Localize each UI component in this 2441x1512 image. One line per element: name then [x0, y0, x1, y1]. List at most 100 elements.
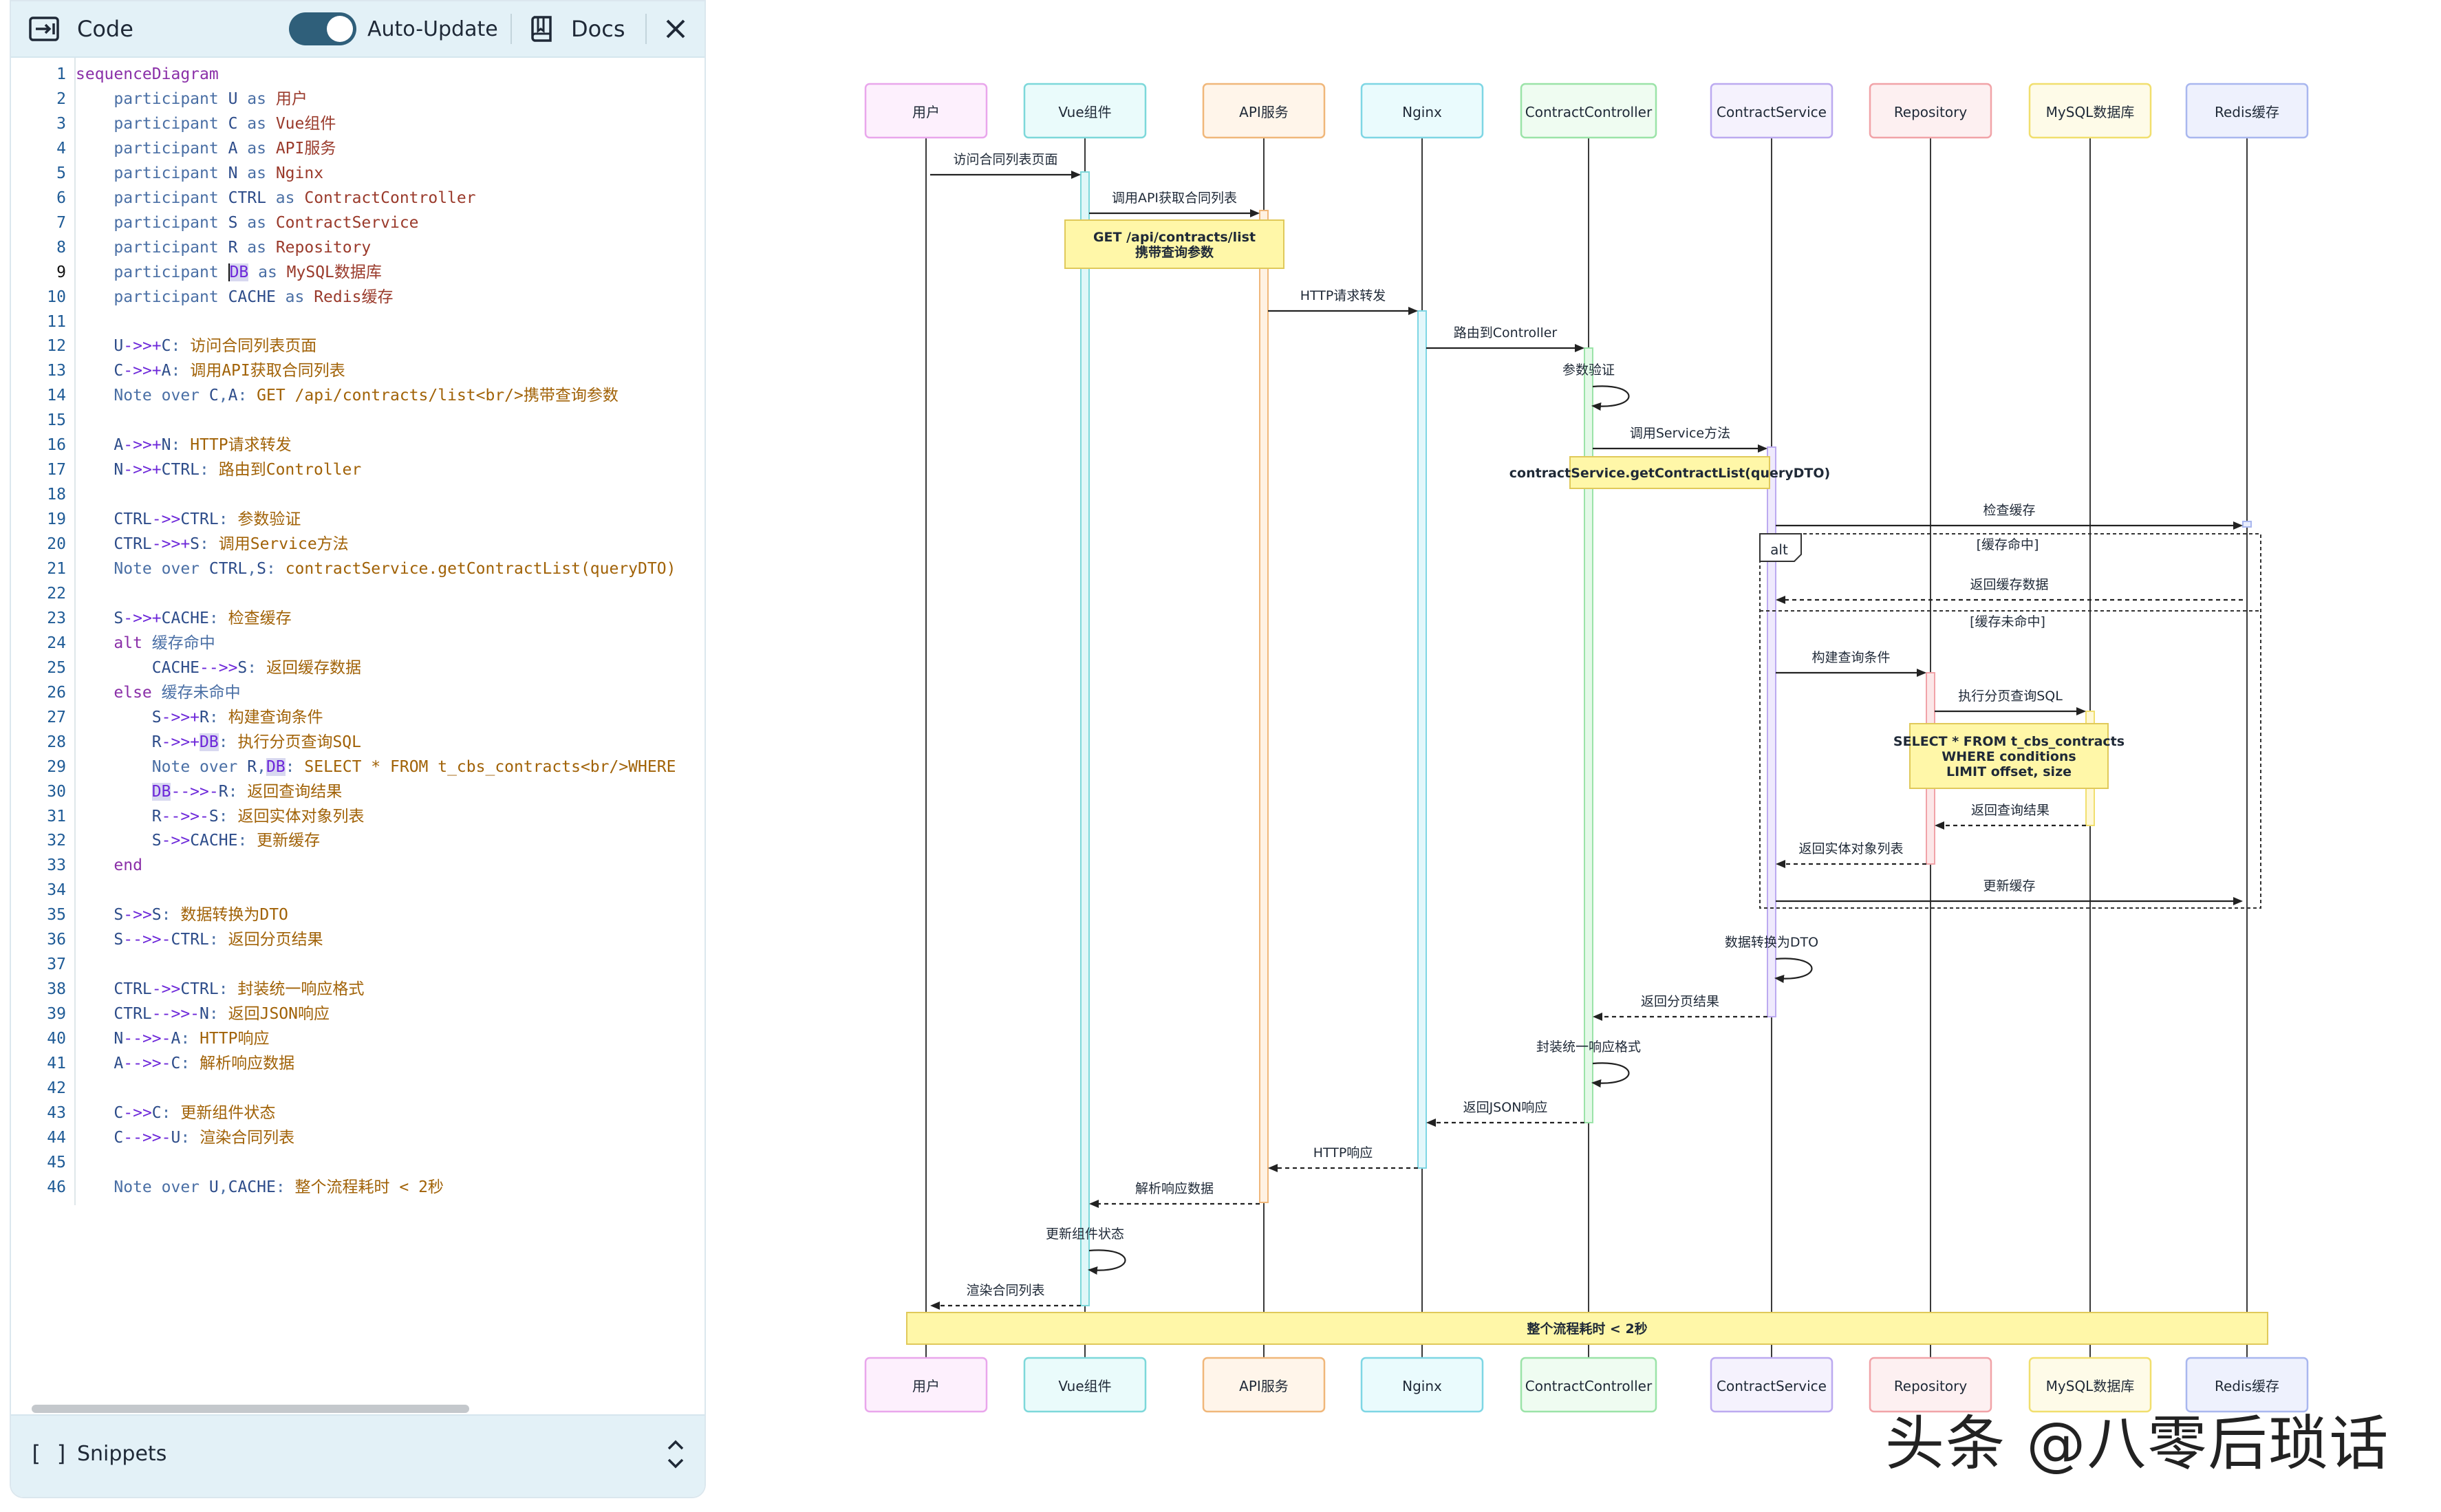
code-line[interactable]: 23 S->>+CACHE: 检查缓存 [11, 606, 705, 631]
message-label: 更新缓存 [1983, 878, 2035, 894]
code-line[interactable]: 35 S->>S: 数据转换为DTO [11, 903, 705, 927]
close-icon[interactable] [665, 1, 687, 56]
message-label: 构建查询条件 [1811, 650, 1890, 665]
code-line[interactable]: 39 CTRL-->>-N: 返回JSON响应 [11, 1002, 705, 1026]
code-line[interactable]: 3 participant C as Vue组件 [11, 111, 705, 136]
code-line[interactable]: 2 participant U as 用户 [11, 87, 705, 111]
code-line[interactable]: 36 S-->>-CTRL: 返回分页结果 [11, 927, 705, 952]
code-text: A->>+N: HTTP请求转发 [114, 436, 292, 455]
participant-label: MySQL数据库 [2046, 104, 2135, 120]
book-icon[interactable] [528, 1, 556, 56]
code-line[interactable]: 46 Note over U,CACHE: 整个流程耗时 < 2秒 [11, 1175, 705, 1200]
code-line[interactable]: 24 alt 缓存命中 [11, 631, 705, 656]
line-number: 21 [47, 560, 66, 578]
code-line[interactable]: 38 CTRL->>CTRL: 封装统一响应格式 [11, 977, 705, 1002]
line-number: 37 [47, 955, 66, 974]
code-line[interactable]: 28 R->>+DB: 执行分页查询SQL [11, 730, 705, 755]
code-text: R->>+DB: 执行分页查询SQL [151, 733, 361, 751]
code-line[interactable]: 7 participant S as ContractService [11, 210, 705, 235]
line-number: 22 [47, 584, 66, 603]
message-label: 调用Service方法 [1630, 426, 1730, 441]
code-line[interactable]: 16 A->>+N: HTTP请求转发 [11, 433, 705, 457]
participant-box-bottom [1520, 1357, 1657, 1413]
alt-condition: [缓存未命中] [1970, 614, 2045, 629]
code-text: A-->>-C: 解析响应数据 [114, 1055, 295, 1072]
line-number: 3 [56, 114, 66, 133]
code-line[interactable]: 42 [11, 1076, 705, 1101]
activation-bar [1584, 347, 1593, 1123]
code-text: participant U as 用户 [76, 89, 308, 108]
code-line[interactable]: 12 U->>+C: 访问合同列表页面 [11, 334, 705, 358]
participant-box-top [1710, 83, 1834, 139]
code-line[interactable]: 40 N-->>-A: HTTP响应 [11, 1026, 705, 1051]
line-number: 34 [47, 881, 66, 900]
note-text: WHERE conditions [1942, 749, 2076, 764]
code-line[interactable]: 5 participant N as Nginx [11, 161, 705, 186]
code-line[interactable]: 8 participant R as Repository [11, 235, 705, 260]
participant-label: API服务 [1239, 1378, 1289, 1394]
code-line[interactable]: 30 DB-->>-R: 返回查询结果 [11, 779, 705, 804]
participant-label: Vue组件 [1058, 1378, 1111, 1394]
code-text: S->>+CACHE: 检查缓存 [114, 609, 292, 627]
message-label: 返回缓存数据 [1970, 577, 2048, 592]
alt-condition: [缓存命中] [1977, 537, 2039, 552]
code-text: sequenceDiagram [76, 65, 219, 83]
line-number: 24 [47, 634, 66, 652]
auto-update-toggle[interactable] [289, 12, 356, 45]
panel-title: Code [77, 16, 133, 42]
code-text: C->>C: 更新组件状态 [114, 1103, 276, 1122]
code-line[interactable]: 37 [11, 952, 705, 977]
code-line[interactable]: 15 [11, 408, 705, 433]
participant-box-bottom [1202, 1357, 1326, 1413]
code-line[interactable]: 6 participant CTRL as ContractController [11, 186, 705, 210]
line-number: 33 [47, 856, 66, 875]
note-box [1569, 456, 1770, 489]
docs-link[interactable]: Docs [571, 16, 625, 42]
chevron-updown-icon[interactable] [665, 1435, 687, 1476]
code-line[interactable]: 4 participant A as API服务 [11, 136, 705, 161]
participant-label: API服务 [1239, 104, 1289, 120]
code-line[interactable]: 10 participant CACHE as Redis缓存 [11, 285, 705, 310]
code-line[interactable]: 25 CACHE-->>S: 返回缓存数据 [11, 656, 705, 680]
message-label: 数据转换为DTO [1725, 935, 1818, 950]
code-line[interactable]: 17 N->>+CTRL: 路由到Controller [11, 457, 705, 482]
line-number: 38 [47, 980, 66, 999]
code-line[interactable]: 13 C->>+A: 调用API获取合同列表 [11, 358, 705, 383]
participant-box-top [1869, 83, 1992, 139]
code-line[interactable]: 20 CTRL->>+S: 调用Service方法 [11, 532, 705, 557]
code-line[interactable]: 14 Note over C,A: GET /api/contracts/lis… [11, 383, 705, 408]
snippets-bar[interactable]: [ ] Snippets [11, 1414, 705, 1497]
code-line[interactable]: 29 Note over R,DB: SELECT * FROM t_cbs_c… [11, 755, 705, 779]
code-line[interactable]: 44 C-->>-U: 渲染合同列表 [11, 1125, 705, 1150]
code-line[interactable]: 26 else 缓存未命中 [11, 680, 705, 705]
code-line[interactable]: 18 [11, 482, 705, 507]
code-line[interactable]: 11 [11, 310, 705, 334]
code-line[interactable]: 45 [11, 1150, 705, 1175]
participant-box-bottom [1023, 1357, 1147, 1413]
code-line[interactable]: 41 A-->>-C: 解析响应数据 [11, 1051, 705, 1076]
line-number: 8 [56, 238, 66, 257]
code-line[interactable]: 31 R-->>-S: 返回实体对象列表 [11, 804, 705, 829]
code-line[interactable]: 32 S->>CACHE: 更新缓存 [11, 828, 705, 853]
toggle-knob [327, 16, 353, 42]
horizontal-scrollbar[interactable] [32, 1405, 469, 1413]
code-line[interactable]: 22 [11, 581, 705, 606]
code-text: C-->>-U: 渲染合同列表 [114, 1128, 295, 1147]
code-line[interactable]: 21 Note over CTRL,S: contractService.get… [11, 557, 705, 581]
participant-label: MySQL数据库 [2046, 1378, 2135, 1394]
participant-box-top [864, 83, 988, 139]
code-text: participant R as Repository [76, 238, 372, 257]
activation-bar [1417, 310, 1427, 1169]
participant-label: Redis缓存 [2215, 104, 2279, 120]
code-line[interactable]: 9 participant DB as MySQL数据库 [11, 260, 705, 285]
code-line[interactable]: 27 S->>+R: 构建查询条件 [11, 705, 705, 730]
code-line[interactable]: 43 C->>C: 更新组件状态 [11, 1101, 705, 1125]
code-line[interactable]: 19 CTRL->>CTRL: 参数验证 [11, 507, 705, 532]
code-line[interactable]: 34 [11, 878, 705, 903]
code-text: C->>+A: 调用API获取合同列表 [114, 362, 345, 380]
line-number: 5 [56, 164, 66, 182]
line-number: 18 [47, 486, 66, 504]
code-line[interactable]: 33 end [11, 853, 705, 878]
